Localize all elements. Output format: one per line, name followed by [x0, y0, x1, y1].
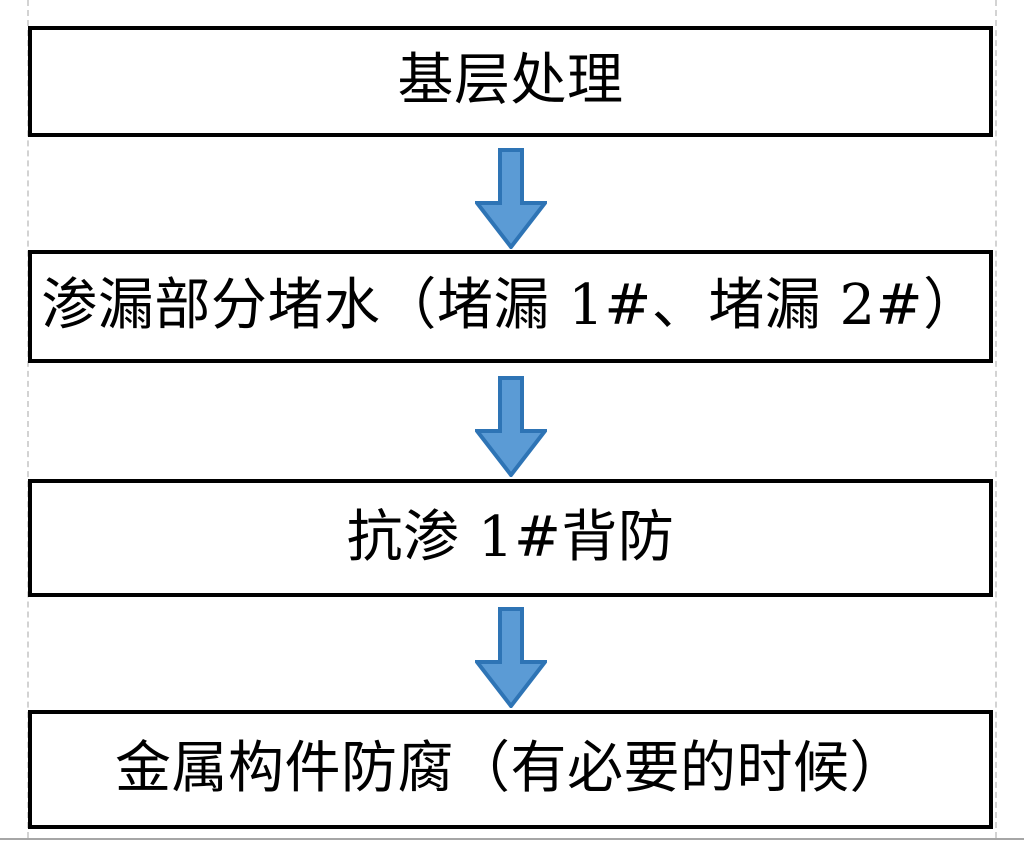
- flow-node-metal-anticorrosion[interactable]: 金属构件防腐（有必要的时候）: [28, 710, 993, 829]
- text-boundary-guide-right: [995, 0, 997, 838]
- flow-node-base-treatment[interactable]: 基层处理: [28, 26, 993, 137]
- flow-node-impermeable-backing[interactable]: 抗渗 1#背防: [28, 479, 993, 597]
- flow-node-label: 抗渗 1#背防: [346, 504, 675, 570]
- flow-node-label: 渗漏部分堵水（堵漏 1#、堵漏 2#）: [41, 273, 980, 339]
- flow-node-label: 金属构件防腐（有必要的时候）: [115, 736, 906, 802]
- down-arrow-icon: [475, 376, 547, 477]
- flow-node-label: 基层处理: [397, 48, 624, 114]
- down-arrow-icon: [475, 607, 547, 708]
- page-footer-rule: [0, 838, 1024, 840]
- text-boundary-guide-left: [27, 0, 29, 838]
- flow-node-leak-plugging[interactable]: 渗漏部分堵水（堵漏 1#、堵漏 2#）: [28, 250, 993, 363]
- down-arrow-icon: [475, 148, 547, 249]
